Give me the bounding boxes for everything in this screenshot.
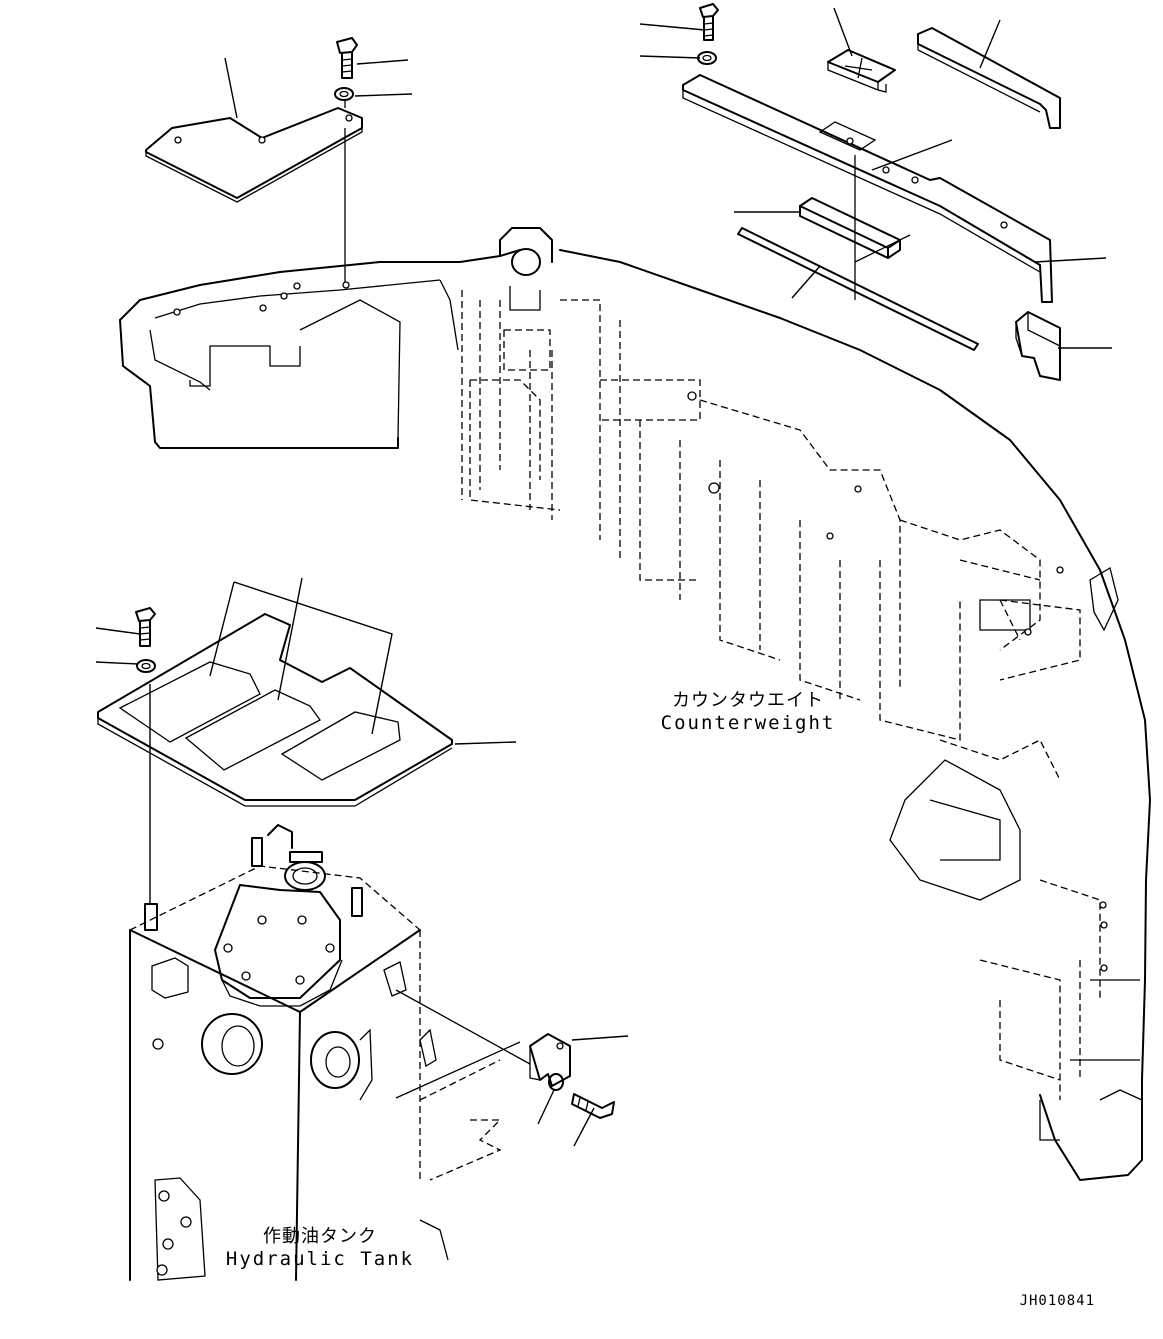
washer-bracket xyxy=(548,1073,564,1091)
counterweight-visible-details xyxy=(173,281,1143,1141)
counterweight-outline xyxy=(119,249,1151,1181)
drawing-code: JH010841 xyxy=(1019,1293,1095,1309)
counterweight-label-jp: カウンタウエイト xyxy=(672,690,824,711)
hydraulic-tank xyxy=(129,824,502,1281)
tank-bracket xyxy=(529,1033,571,1087)
leader-lines xyxy=(95,7,1112,1147)
washer-top-left xyxy=(334,87,354,101)
hydraulic-tank-label-jp: 作動油タンク xyxy=(263,1226,377,1247)
seal-strip xyxy=(737,227,979,351)
lifting-eye xyxy=(499,227,553,311)
washer-top-right xyxy=(697,51,717,65)
bolt-top-right xyxy=(699,3,719,41)
bolt-left xyxy=(135,607,156,647)
step-plate xyxy=(97,613,453,905)
bracket-long xyxy=(682,74,1053,303)
stopper-block xyxy=(1015,311,1061,381)
bolt-bracket xyxy=(571,1093,615,1119)
cover-plate-top-left xyxy=(145,107,363,203)
hydraulic-tank-label: 作動油タンク Hydraulic Tank xyxy=(220,1222,420,1270)
bolt-top-left xyxy=(336,37,358,79)
counterweight-label: カウンタウエイト Counterweight xyxy=(650,686,846,734)
plate-upper-right xyxy=(917,27,1061,129)
counterweight-hidden-lines xyxy=(461,290,1101,1100)
small-bracket xyxy=(827,49,896,93)
washer-left xyxy=(136,659,156,673)
hydraulic-tank-label-en: Hydraulic Tank xyxy=(225,1248,415,1270)
rubber-block xyxy=(799,197,901,259)
counterweight-label-en: Counterweight xyxy=(660,712,836,734)
